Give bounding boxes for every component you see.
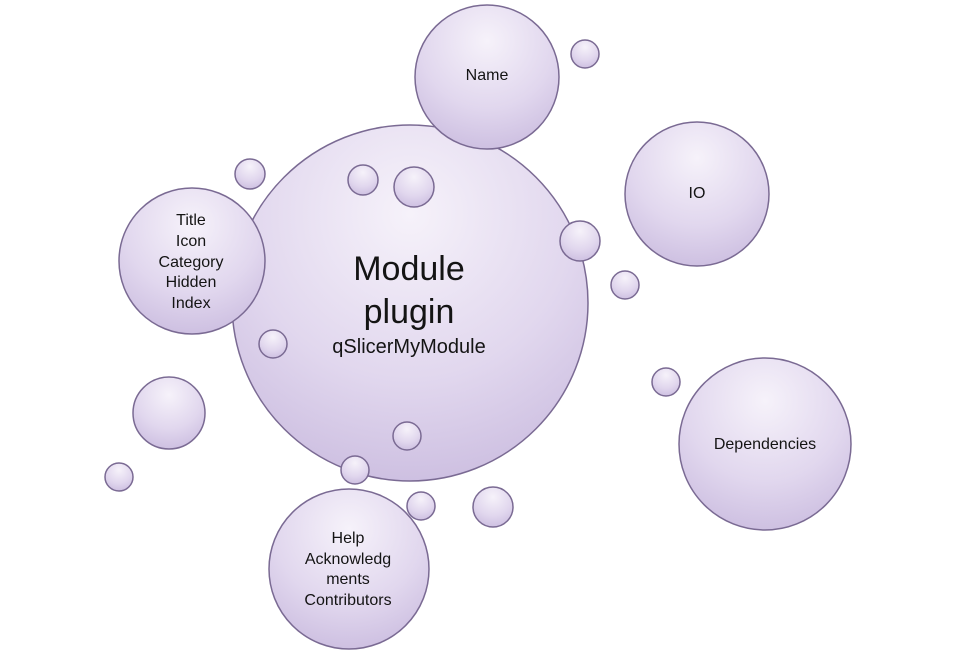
center-label-plugin: plugin <box>364 293 455 331</box>
properties-label-title: Title <box>176 212 206 229</box>
decor-bubble <box>347 164 379 196</box>
properties-label-category: Category <box>159 254 224 271</box>
help-bubble <box>268 488 430 650</box>
decor-bubble <box>570 39 600 69</box>
help-label-ments: ments <box>326 571 370 588</box>
dependencies-label: Dependencies <box>714 436 816 453</box>
center-label-module: Module <box>353 250 465 288</box>
help-label-contributors: Contributors <box>304 592 391 609</box>
decor-bubble <box>132 376 206 450</box>
dependencies-bubble <box>678 357 852 531</box>
io-bubble <box>624 121 770 267</box>
io-label: IO <box>689 185 706 202</box>
decor-bubble <box>258 329 288 359</box>
properties-label-icon: Icon <box>176 233 206 250</box>
decor-bubble <box>340 455 370 485</box>
properties-label-index: Index <box>171 295 210 312</box>
name-label: Name <box>466 67 509 84</box>
decor-bubble <box>472 486 514 528</box>
decor-bubble <box>559 220 601 262</box>
decor-bubble <box>406 491 436 521</box>
name-bubble <box>414 4 560 150</box>
properties-bubble <box>118 187 266 335</box>
decor-bubble <box>392 421 422 451</box>
properties-label-hidden: Hidden <box>166 274 217 291</box>
help-label-acknowledg: Acknowledg <box>305 551 391 568</box>
decor-bubble <box>651 367 681 397</box>
decor-bubble <box>610 270 640 300</box>
decor-bubble <box>234 158 266 190</box>
help-label-help: Help <box>332 530 365 547</box>
decor-bubble <box>104 462 134 492</box>
center-label-class-name: qSlicerMyModule <box>332 336 485 358</box>
decor-bubble <box>393 166 435 208</box>
